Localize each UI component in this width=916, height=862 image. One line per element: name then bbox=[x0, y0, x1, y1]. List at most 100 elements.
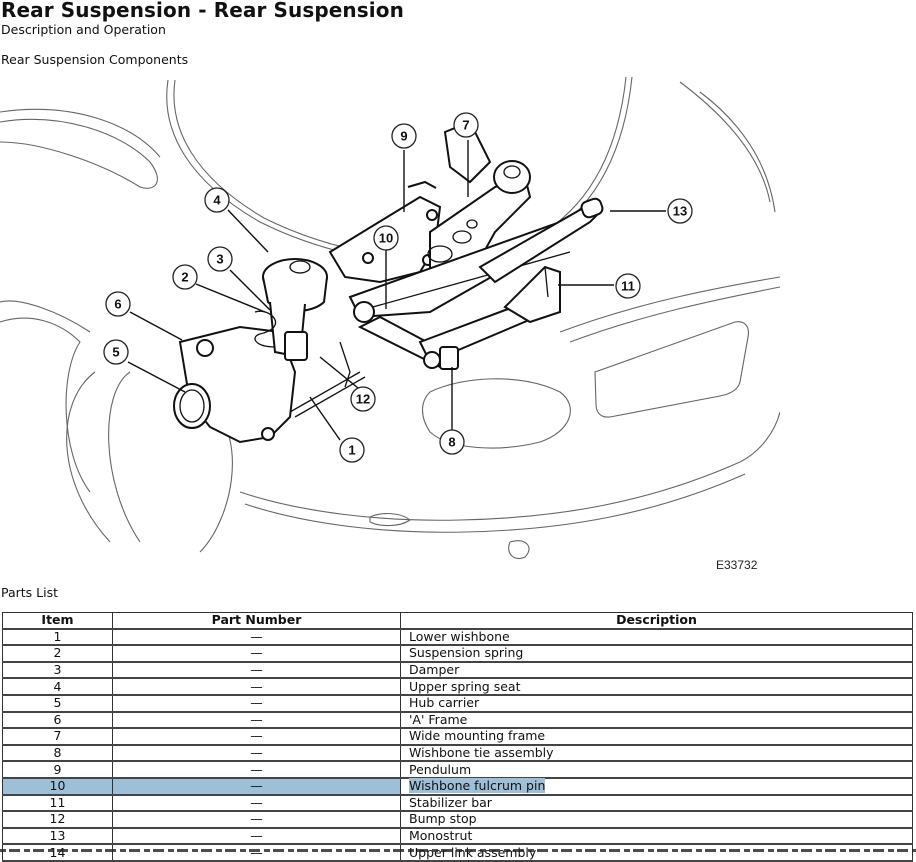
table-row[interactable]: 11—Stabilizer bar bbox=[2, 794, 913, 812]
svg-text:13: 13 bbox=[673, 204, 687, 219]
table-row[interactable]: 13— Monostrut bbox=[2, 827, 913, 845]
description-text: Wishbone fulcrum pin bbox=[409, 778, 546, 794]
cell-description: Wishbone tie assembly bbox=[400, 744, 913, 762]
callout-13: 13 bbox=[667, 198, 693, 224]
callout-12: 12 bbox=[350, 386, 376, 412]
cell-part-number: — bbox=[112, 727, 401, 746]
cell-part-number: — bbox=[112, 744, 401, 762]
cell-description: Monostrut bbox=[400, 827, 913, 845]
cell-description: Suspension spring bbox=[400, 644, 913, 663]
column-header-part-number: Part Number bbox=[112, 611, 401, 630]
svg-text:6: 6 bbox=[114, 297, 121, 312]
page-title: Rear Suspension - Rear Suspension bbox=[1, 0, 404, 22]
cell-part-number: — bbox=[112, 628, 401, 646]
cell-item: 3 bbox=[2, 661, 113, 679]
section-title: Rear Suspension Components bbox=[1, 52, 189, 67]
callout-3: 3 bbox=[207, 246, 233, 272]
page-subtitle: Description and Operation bbox=[1, 22, 166, 37]
cell-description: Bump stop bbox=[400, 810, 913, 829]
parts-table: Item Part Number Description 1—Lower wis… bbox=[2, 611, 913, 862]
svg-text:4: 4 bbox=[213, 193, 221, 208]
table-row[interactable]: 8— Wishbone tie assembly bbox=[2, 744, 913, 762]
description-text: Suspension spring bbox=[409, 645, 524, 661]
cell-part-number: — bbox=[112, 694, 401, 713]
callout-5: 5 bbox=[103, 339, 129, 365]
cell-description: Upper spring seat bbox=[400, 677, 913, 696]
cell-description: Hub carrier bbox=[400, 694, 913, 713]
cell-item: 8 bbox=[2, 744, 113, 762]
callout-6: 6 bbox=[105, 291, 131, 317]
table-row[interactable]: 1— Lower wishbone bbox=[2, 628, 913, 646]
svg-text:10: 10 bbox=[379, 231, 393, 246]
svg-text:7: 7 bbox=[462, 118, 469, 133]
cell-item: 13 bbox=[2, 827, 113, 845]
svg-text:11: 11 bbox=[621, 279, 635, 294]
svg-text:9: 9 bbox=[400, 129, 407, 144]
table-row[interactable]: 2— Suspension spring bbox=[2, 644, 913, 663]
cell-description: Damper bbox=[400, 661, 913, 679]
truncated-paragraph bbox=[0, 848, 916, 854]
callout-2: 2 bbox=[172, 264, 198, 290]
table-row[interactable]: 4—Upper spring seat bbox=[2, 677, 913, 696]
cell-description: Pendulum bbox=[400, 760, 913, 779]
leader-lines bbox=[127, 140, 666, 441]
description-text: Bump stop bbox=[409, 811, 477, 827]
cell-item: 7 bbox=[2, 727, 113, 746]
svg-text:5: 5 bbox=[112, 345, 119, 360]
cell-item: 12 bbox=[2, 810, 113, 829]
description-text: Pendulum bbox=[409, 761, 472, 777]
cell-part-number: — bbox=[112, 677, 401, 696]
cell-item: 6 bbox=[2, 711, 113, 729]
table-row[interactable]: 9— Pendulum bbox=[2, 760, 913, 779]
description-text: Lower wishbone bbox=[409, 628, 510, 644]
description-text: Stabilizer bar bbox=[409, 794, 492, 810]
table-row[interactable]: 10—Wishbone fulcrum pin bbox=[2, 777, 913, 796]
suspension-assembly bbox=[173, 120, 604, 444]
table-header-row: Item Part Number Description bbox=[2, 611, 913, 630]
cell-item: 4 bbox=[2, 677, 113, 696]
callout-7: 7 bbox=[453, 112, 479, 138]
cell-part-number: — bbox=[112, 711, 401, 729]
cell-description: Stabilizer bar bbox=[400, 794, 913, 812]
suspension-diagram: 1 2 3 4 5 6 7 8 9 10 11 12 13 E33732 bbox=[0, 72, 780, 582]
table-row[interactable]: 12— Bump stop bbox=[2, 810, 913, 829]
cell-part-number: — bbox=[112, 661, 401, 679]
cell-description: Wide mounting frame bbox=[400, 727, 913, 746]
column-header-description: Description bbox=[400, 611, 913, 630]
cell-description: 'A' Frame bbox=[400, 711, 913, 729]
callout-11: 11 bbox=[615, 273, 641, 299]
svg-text:8: 8 bbox=[448, 435, 455, 450]
car-body-outline bbox=[0, 76, 780, 560]
cell-part-number: — bbox=[112, 760, 401, 779]
table-row[interactable]: 5—Hub carrier bbox=[2, 694, 913, 713]
cell-part-number: — bbox=[112, 827, 401, 845]
figure-id: E33732 bbox=[716, 558, 758, 572]
callout-9: 9 bbox=[391, 123, 417, 149]
cell-description: Wishbone fulcrum pin bbox=[400, 777, 913, 796]
svg-text:3: 3 bbox=[216, 252, 223, 267]
cell-description: Lower wishbone bbox=[400, 628, 913, 646]
callout-10: 10 bbox=[373, 225, 399, 251]
cell-part-number: — bbox=[112, 777, 401, 796]
description-text: Damper bbox=[409, 662, 460, 678]
description-text: Wide mounting frame bbox=[409, 728, 546, 744]
svg-text:12: 12 bbox=[356, 392, 370, 407]
table-row[interactable]: 3— Damper bbox=[2, 661, 913, 679]
cell-item: 1 bbox=[2, 628, 113, 646]
table-row[interactable]: 7— Wide mounting frame bbox=[2, 727, 913, 746]
description-text: Wishbone tie assembly bbox=[409, 745, 554, 761]
cell-item: 2 bbox=[2, 644, 113, 663]
callout-1: 1 bbox=[339, 437, 365, 463]
description-text: 'A' Frame bbox=[409, 711, 468, 727]
column-header-item: Item bbox=[2, 611, 113, 630]
callout-8: 8 bbox=[439, 429, 465, 455]
table-row[interactable]: 6— 'A' Frame bbox=[2, 711, 913, 729]
svg-text:1: 1 bbox=[348, 443, 355, 458]
cell-part-number: — bbox=[112, 810, 401, 829]
cell-part-number: — bbox=[112, 644, 401, 663]
cell-item: 9 bbox=[2, 760, 113, 779]
parts-list-label: Parts List bbox=[1, 585, 59, 600]
svg-text:2: 2 bbox=[181, 270, 188, 285]
description-text: Monostrut bbox=[409, 828, 473, 844]
